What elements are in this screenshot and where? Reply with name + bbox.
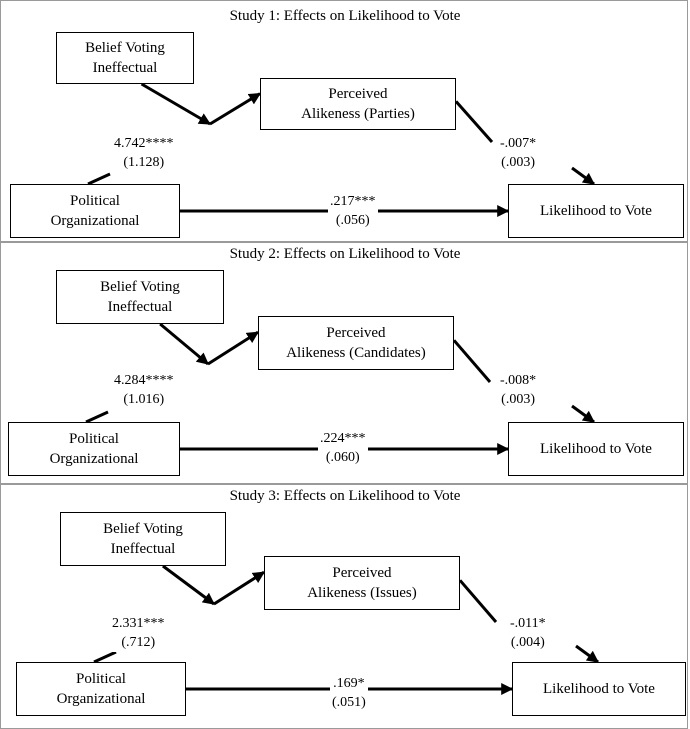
study-1-political-organizational-box: Political Organizational (10, 184, 180, 238)
study-3-title: Study 3: Effects on Likelihood to Vote (229, 488, 461, 504)
study-3-path-b-coefficient: -.011* (.004) (508, 614, 548, 652)
study-3-path-a-coefficient: 2.331*** (.712) (110, 614, 167, 652)
study-1-arrow-alikeness-to-vote-tail (454, 100, 494, 143)
box-label: Political Organizational (50, 193, 140, 229)
study-2-likelihood-to-vote-box: Likelihood to Vote (508, 422, 684, 476)
study-3-political-organizational-box: Political Organizational (16, 662, 186, 716)
study-1-path-a-coefficient: 4.742**** (1.128) (112, 134, 176, 172)
box-label: Belief Voting Ineffectual (85, 40, 165, 76)
box-label: Likelihood to Vote (540, 203, 652, 219)
study-3-arrow-alikeness-to-vote (575, 644, 599, 664)
study-2-panel (0, 242, 688, 484)
study-3-arrow-political-to-alikeness-tail (93, 650, 117, 664)
study-2-arrow-political-to-alikeness-tail (85, 410, 109, 424)
study-1-arrow-alikeness-to-vote (571, 166, 595, 186)
study-3-perceived-alikeness-box: Perceived Alikeness (Issues) (264, 556, 460, 610)
study-2-path-b-coefficient: -.008* (.003) (498, 371, 539, 409)
study-3-likelihood-to-vote-box: Likelihood to Vote (512, 662, 686, 716)
study-3-arrow-belief-to-alikeness (162, 564, 215, 606)
study-3-arrow-political-to-alikeness (213, 570, 266, 606)
box-label: Belief Voting Ineffectual (103, 521, 183, 557)
study-1-likelihood-to-vote-box: Likelihood to Vote (508, 184, 684, 238)
study-2-path-a-coefficient: 4.284**** (1.016) (112, 371, 176, 409)
box-label: Political Organizational (49, 431, 139, 467)
study-1-title: Study 1: Effects on Likelihood to Vote (229, 8, 461, 24)
study-3-path-c-coefficient: .169* (.051) (330, 674, 368, 712)
study-1-panel (0, 0, 688, 242)
study-1-path-c-coefficient: .217*** (.056) (328, 192, 378, 230)
box-label: Political Organizational (56, 671, 146, 707)
study-2-arrow-political-to-alikeness (207, 330, 260, 366)
study-2-arrow-alikeness-to-vote-tail (452, 339, 492, 383)
study-2-belief-voting-ineffectual-box: Belief Voting Ineffectual (56, 270, 224, 324)
study-2-arrow-belief-to-alikeness (159, 322, 209, 366)
study-2-perceived-alikeness-box: Perceived Alikeness (Candidates) (258, 316, 454, 370)
box-label: Likelihood to Vote (540, 441, 652, 457)
study-3-arrow-alikeness-to-vote-tail (458, 579, 498, 623)
study-1-arrow-belief-to-alikeness (140, 82, 212, 126)
study-1-perceived-alikeness-box: Perceived Alikeness (Parties) (260, 78, 456, 130)
box-label: Belief Voting Ineffectual (100, 279, 180, 315)
study-2-political-organizational-box: Political Organizational (8, 422, 180, 476)
study-2-title: Study 2: Effects on Likelihood to Vote (229, 246, 461, 262)
box-label: Likelihood to Vote (543, 681, 655, 697)
box-label: Perceived Alikeness (Parties) (301, 86, 415, 122)
box-label: Perceived Alikeness (Candidates) (286, 325, 426, 361)
study-1-path-b-coefficient: -.007* (.003) (498, 134, 539, 172)
box-label: Perceived Alikeness (Issues) (307, 565, 417, 601)
study-2-path-c-coefficient: .224*** (.060) (318, 429, 368, 467)
study-1-arrow-political-to-alikeness-tail (87, 172, 111, 186)
study-2-arrow-alikeness-to-vote (571, 404, 595, 424)
study-1-arrow-political-to-alikeness (209, 92, 262, 126)
study-3-belief-voting-ineffectual-box: Belief Voting Ineffectual (60, 512, 226, 566)
study-1-belief-voting-ineffectual-box: Belief Voting Ineffectual (56, 32, 194, 84)
